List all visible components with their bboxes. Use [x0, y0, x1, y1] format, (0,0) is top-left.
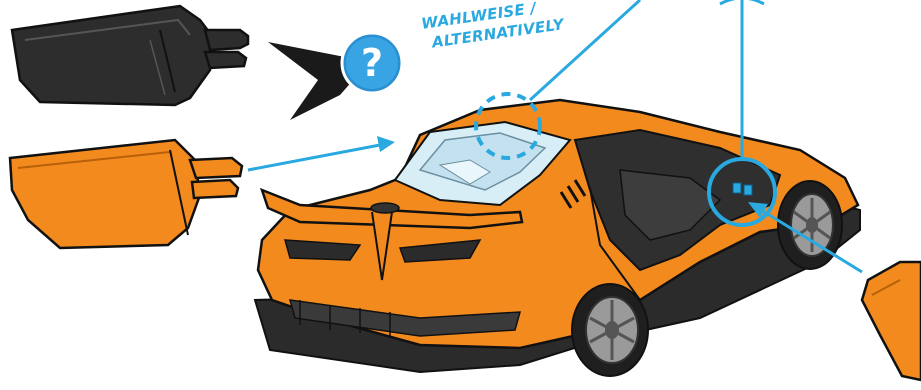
rear-wheel	[572, 284, 648, 376]
svg-text:?: ?	[361, 41, 383, 85]
orange-door-piece-part	[862, 262, 921, 380]
insert-arrow-left	[248, 136, 395, 170]
dark-side-panel-part	[12, 6, 248, 105]
question-mark-icon: ?	[342, 33, 402, 93]
orange-side-panel-part	[10, 140, 242, 248]
sports-car	[255, 100, 860, 376]
